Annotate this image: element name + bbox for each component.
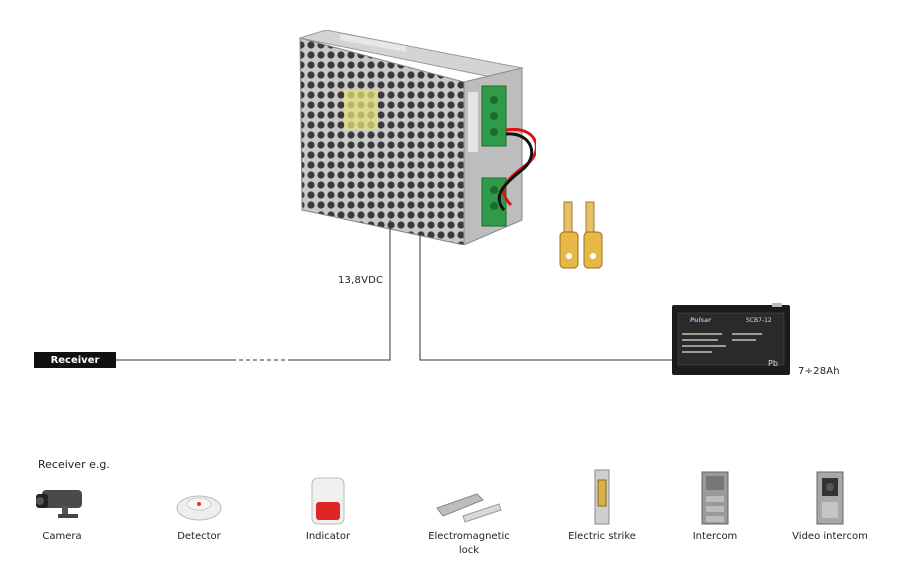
receiver-item-detector: Detector [144, 466, 254, 544]
video-intercom-icon [816, 471, 844, 525]
battery-model: SCB7-12 [746, 317, 772, 324]
battery-chemistry: Pb [768, 359, 778, 368]
receiver-label: Camera [42, 531, 82, 542]
receiver-item-video-intercom: Video intercom [775, 466, 885, 544]
receiver-label: Indicator [305, 531, 351, 542]
receiver-label: Video intercom [792, 531, 868, 542]
magnetic-lock-icon [436, 493, 502, 523]
power-supply-unit [299, 30, 536, 245]
siren-icon [311, 477, 345, 525]
receiver-item-intercom: Intercom [660, 466, 770, 544]
receiver-label: Intercom [692, 531, 738, 542]
camera-icon [36, 490, 82, 518]
voltage-label: 13,8VDC [338, 275, 384, 286]
receiver-item-electric-strike: Electric strike [547, 466, 657, 544]
battery-cable-lugs [559, 201, 603, 269]
smoke-detector-icon [176, 495, 222, 521]
receiver-label: Electric strike [568, 531, 636, 542]
receiver-label: Detector [177, 531, 221, 542]
receiver-item-camera: Camera [7, 466, 117, 544]
electric-strike-icon [594, 469, 610, 525]
battery-brand: Pulsar [690, 317, 712, 324]
receiver-label: Electromagnetic lock [428, 531, 510, 556]
receiver-item-indicator: Indicator [273, 466, 383, 544]
receiver-tag: Receiver [34, 352, 116, 368]
intercom-icon [701, 471, 729, 525]
battery-capacity: 7÷28Ah [798, 366, 840, 377]
battery: Pulsar SCB7-12 Pb [672, 303, 790, 375]
receivers-heading: Receiver e.g. [38, 458, 110, 471]
receiver-item-electromagnetic-lock: Electromagnetic lock [414, 466, 524, 558]
